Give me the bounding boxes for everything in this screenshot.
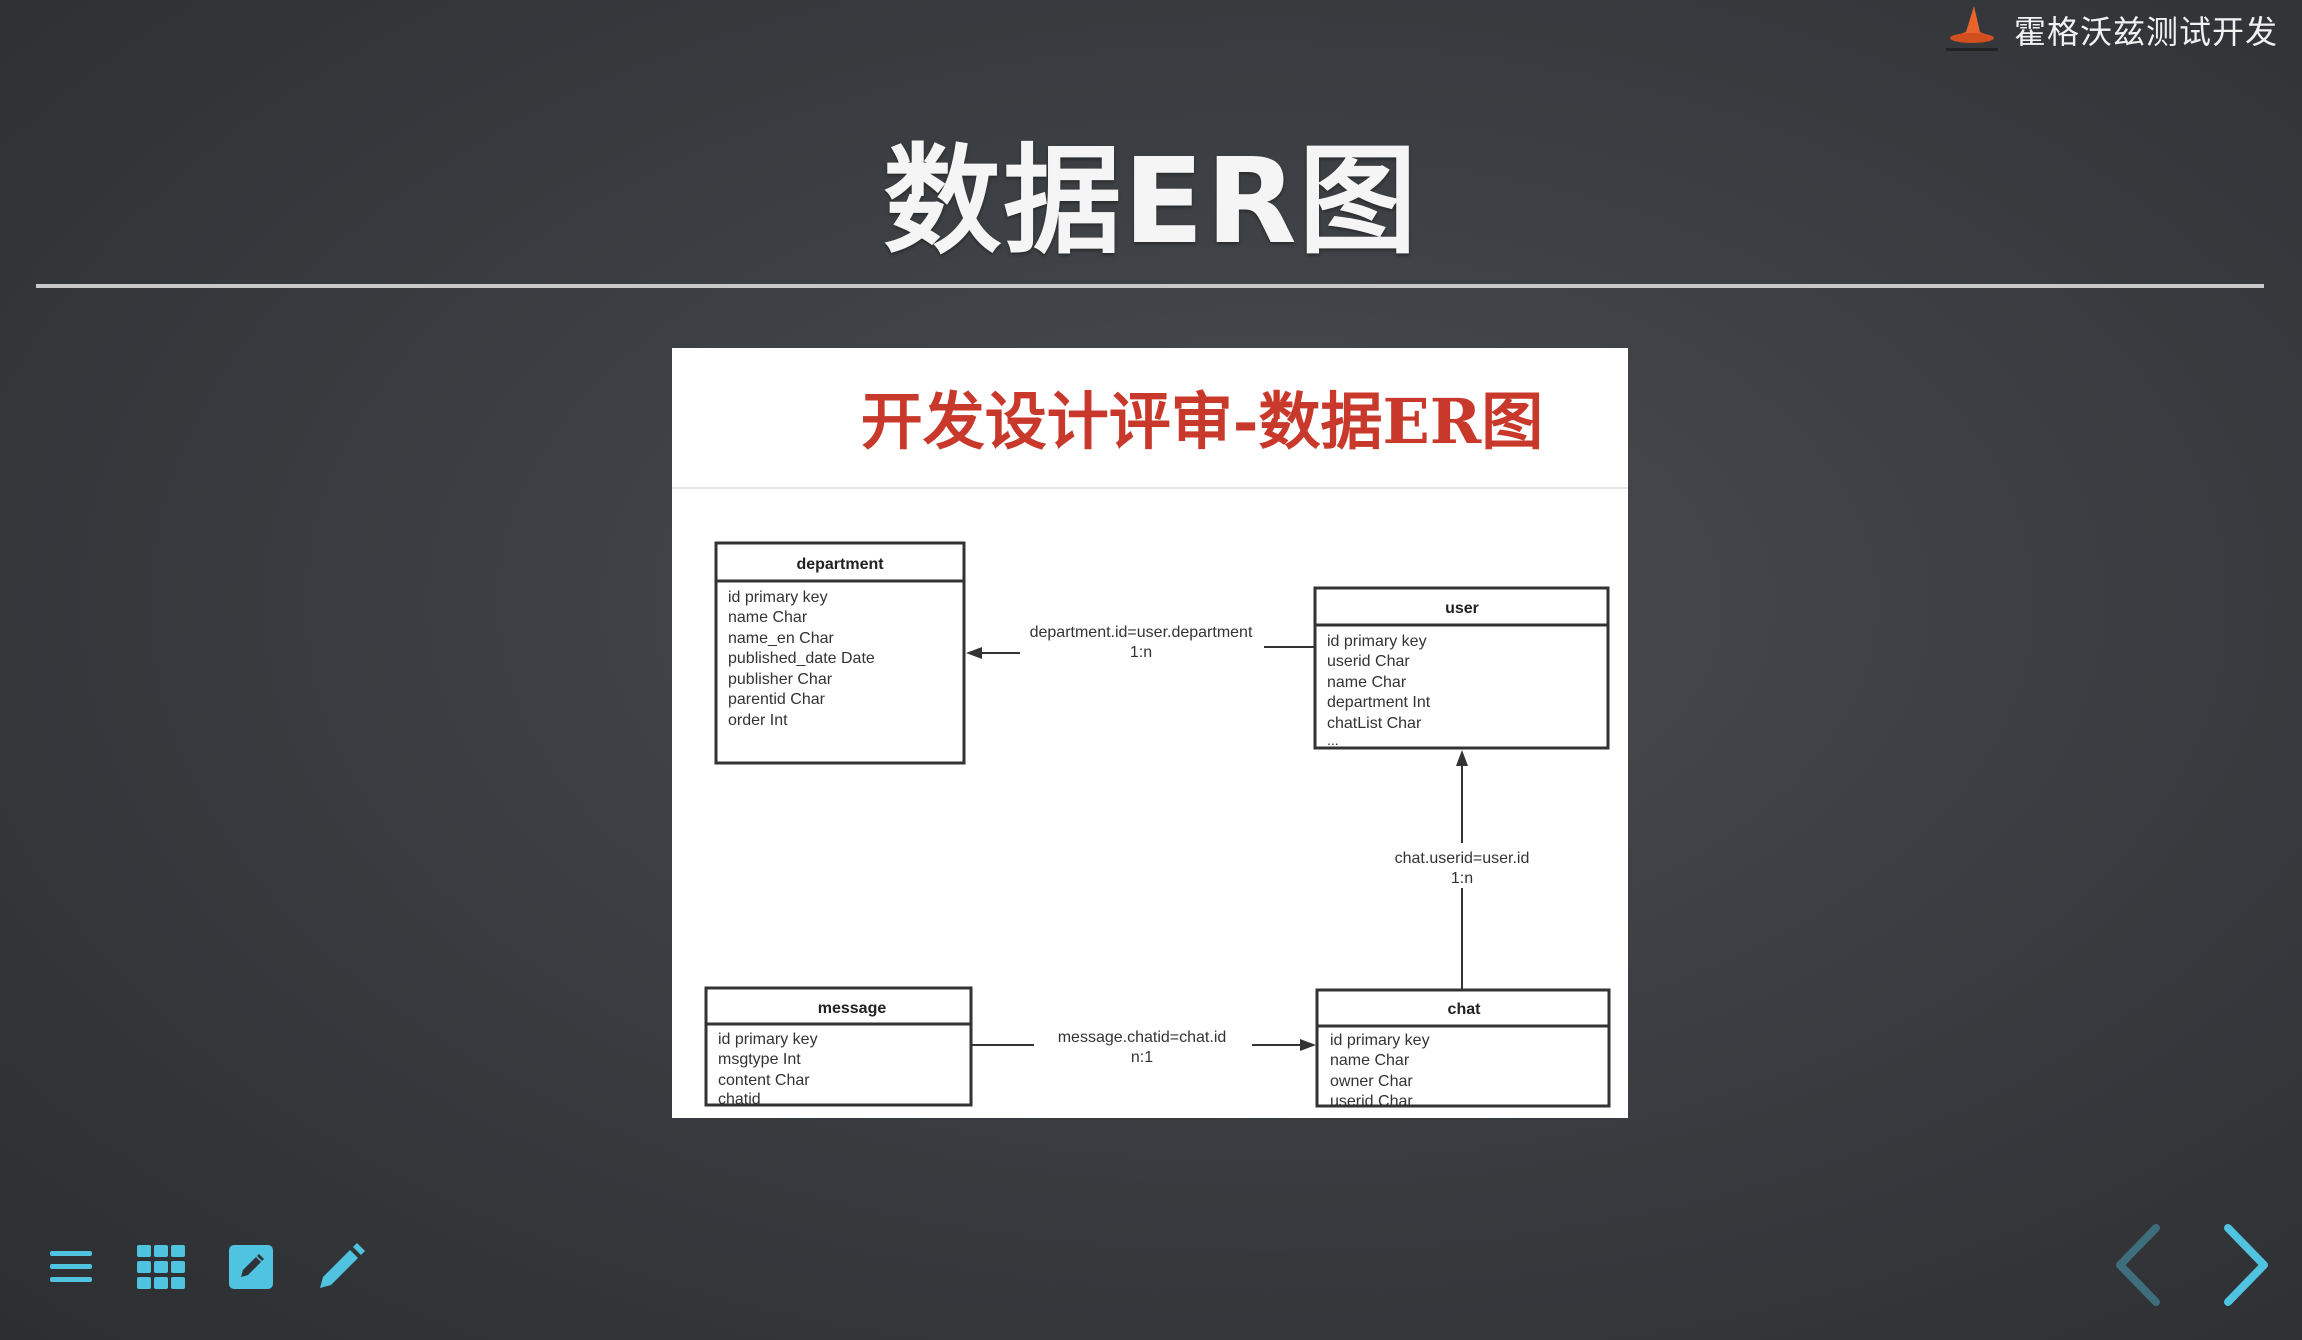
pencil-icon[interactable] (314, 1240, 368, 1294)
relation-cardinality: n:1 (1131, 1049, 1153, 1066)
entity-field: id primary key (728, 589, 828, 606)
entity-field: publisher Char (728, 671, 833, 688)
relation-condition: message.chatid=chat.id (1058, 1029, 1227, 1046)
entity-field: userid Char (1327, 653, 1410, 670)
relation-user-department: department.id=user.department 1:n (966, 624, 1315, 661)
entity-field: published_date Date (728, 650, 875, 667)
brand-name: 霍格沃兹测试开发 (2013, 14, 2278, 50)
entity-message: message id primary key msgtype Int conte… (704, 986, 973, 1108)
entity-field: name Char (1327, 674, 1407, 691)
entity-field: msgtype Int (718, 1051, 801, 1068)
edit-square-icon[interactable] (224, 1240, 278, 1294)
chevron-left-icon[interactable] (2108, 1220, 2168, 1310)
entity-department: department id primary key name Char name… (714, 541, 966, 765)
relation-condition: chat.userid=user.id (1395, 850, 1530, 867)
relation-condition: department.id=user.department (1030, 624, 1253, 641)
entity-field: userid Char (1330, 1093, 1413, 1110)
entity-field: content Char (718, 1072, 810, 1089)
entity-field: department Int (1327, 694, 1431, 711)
entity-user: user id primary key userid Char name Cha… (1313, 586, 1610, 750)
entity-field: owner Char (1330, 1073, 1413, 1090)
relation-cardinality: 1:n (1451, 870, 1473, 887)
entity-user-name: user (1445, 600, 1479, 617)
entity-field: name Char (1330, 1052, 1410, 1069)
er-diagram-image: 开发设计评审-数据ER图 department id primary key n… (672, 348, 1628, 1118)
er-heading: 开发设计评审-数据ER图 (861, 385, 1544, 458)
grid-icon[interactable] (134, 1240, 188, 1294)
entity-field: order Int (728, 712, 788, 729)
entity-field: id primary key (1327, 633, 1427, 650)
relation-chat-user: chat.userid=user.id 1:n (1395, 750, 1530, 990)
entity-chat: chat id primary key name Char owner Char… (1315, 988, 1611, 1110)
menu-icon[interactable] (44, 1240, 98, 1294)
entity-field: parentid Char (728, 691, 826, 708)
entity-field: ... (1327, 732, 1339, 748)
relation-message-chat: message.chatid=chat.id n:1 (971, 1029, 1316, 1066)
chevron-right-icon[interactable] (2216, 1220, 2276, 1310)
entity-message-name: message (818, 1000, 887, 1017)
entity-field: id primary key (1330, 1032, 1430, 1049)
entity-department-name: department (796, 556, 884, 573)
brand: 霍格沃兹测试开发 (1940, 0, 2278, 60)
slide-toolbar (44, 1240, 368, 1294)
entity-field: chatList Char (1327, 715, 1422, 732)
title-divider (36, 284, 2264, 288)
slide-title: 数据ER图 (883, 132, 1419, 270)
relation-cardinality: 1:n (1130, 644, 1152, 661)
wizard-hat-icon (1940, 2, 2004, 58)
entity-field: name_en Char (728, 630, 835, 647)
entity-chat-name: chat (1448, 1001, 1482, 1018)
entity-field: chatid (718, 1091, 761, 1108)
entity-field: name Char (728, 609, 808, 626)
entity-field: id primary key (718, 1031, 818, 1048)
